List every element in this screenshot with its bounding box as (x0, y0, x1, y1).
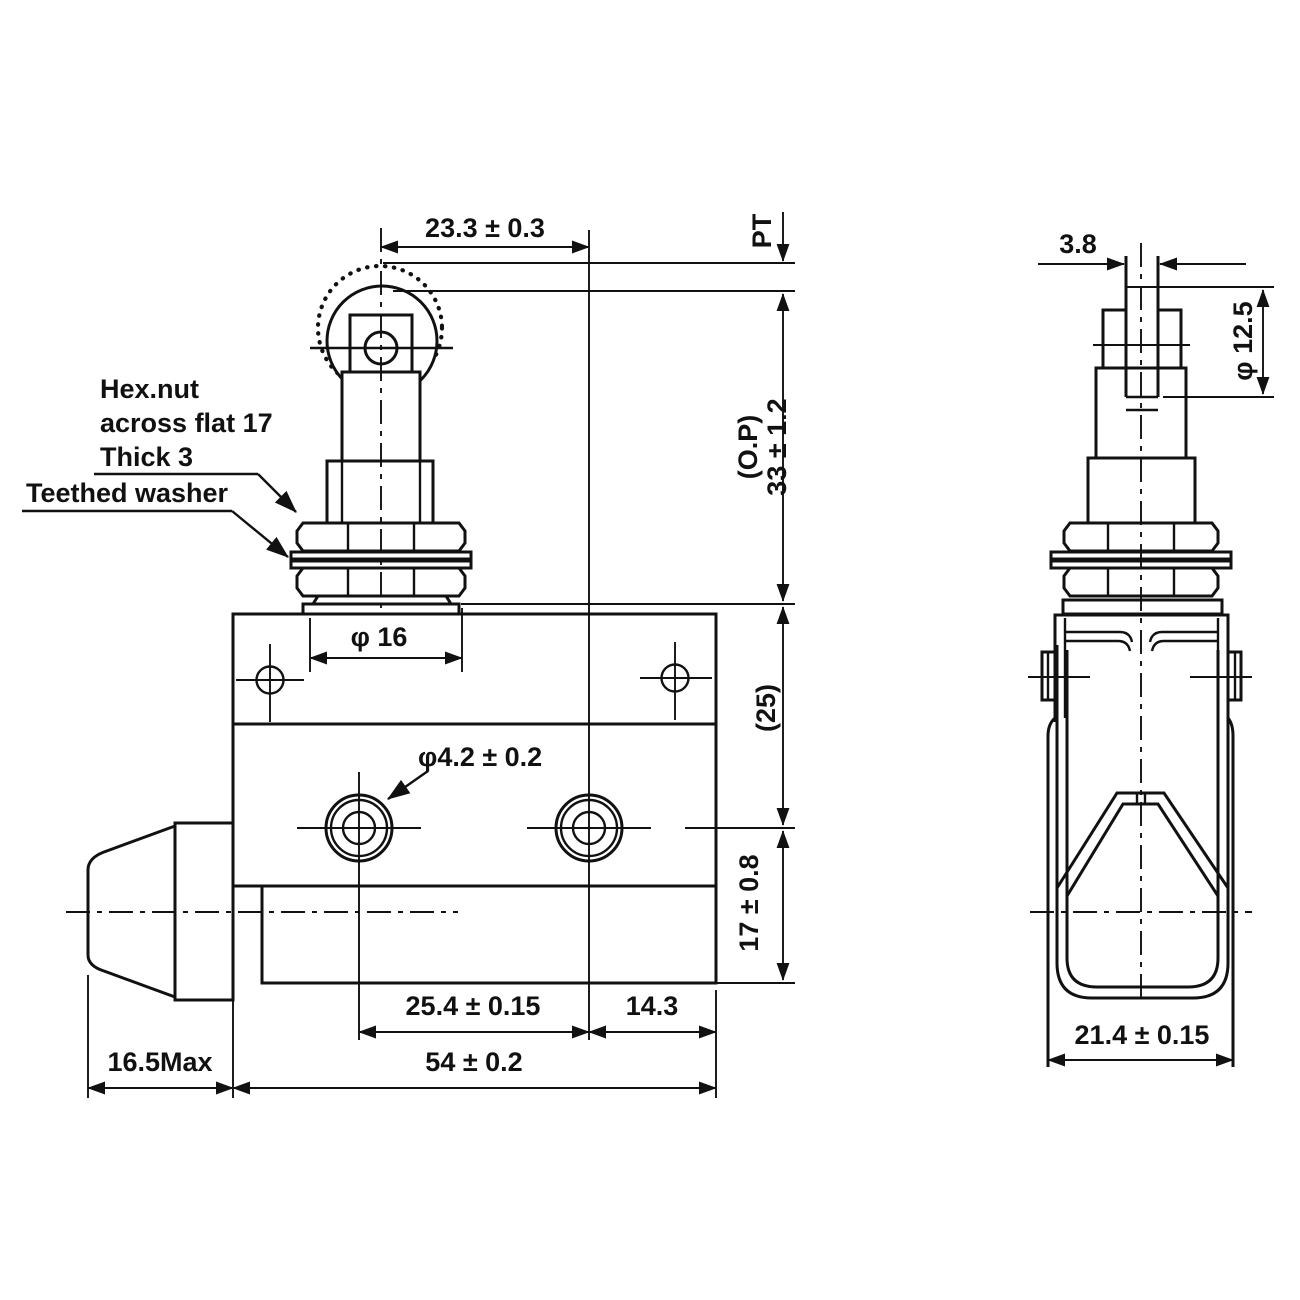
side-body-left (1046, 716, 1057, 1067)
dim-roller-to-hole: 23.3 ± 0.3 (425, 213, 545, 243)
cover-outline-inner (1065, 650, 1220, 989)
cover-outline-outer (1055, 645, 1230, 1000)
dim-roller-width: 3.8 (1059, 229, 1097, 259)
dim-hole-to-edge: 14.3 (626, 991, 679, 1021)
dim-plate-height: (25) (751, 684, 781, 732)
bracket-spring-line (1150, 639, 1218, 652)
leader-line (257, 473, 297, 513)
leader-line (387, 770, 429, 800)
teethed-washer-shape (289, 550, 473, 561)
dim-op-value: 33 ± 1.2 (762, 398, 792, 495)
dim-op-label: (O.P) (733, 415, 763, 480)
dim-body-depth: 21.4 ± 0.15 (1075, 1020, 1210, 1050)
dim-hole-spacing: 25.4 ± 0.15 (406, 991, 541, 1021)
dim-boss-dia: φ 16 (351, 622, 408, 652)
leader-line (231, 510, 289, 558)
dim-mount-hole-dia: φ4.2 ± 0.2 (418, 742, 542, 772)
side-fork-arm-left (1101, 308, 1128, 370)
dim-pretravel: PT (747, 213, 777, 248)
hex-nut-label-line3: Thick 3 (100, 442, 193, 472)
dim-lower-height: 17 ± 0.8 (734, 854, 764, 951)
side-flange (1061, 598, 1224, 616)
side-view (1028, 243, 1252, 1067)
bracket-spring-line (1065, 630, 1134, 643)
side-dimensions: 3.8 φ 12.5 21.4 ± 0.15 (1038, 229, 1274, 1067)
dim-body-width: 54 ± 0.2 (425, 1047, 522, 1077)
hex-nut-label-line1: Hex.nut (100, 374, 199, 404)
callout-labels: Hex.nut across flat 17 Thick 3 Teethed w… (22, 374, 297, 558)
bracket-spring-line (1148, 630, 1218, 643)
side-fork-arm-right (1156, 308, 1183, 370)
cover-roof-inner (1065, 802, 1220, 897)
dim-plunger-dia: φ 12.5 (1228, 301, 1258, 380)
teethed-washer-label: Teethed washer (26, 478, 229, 508)
threaded-bushing (325, 459, 435, 525)
switch-body-outline (231, 612, 718, 985)
front-dimensions: 23.3 ± 0.3 PT (O.P) 33 ± 1.2 (25) 17 ± 0… (87, 212, 795, 1098)
side-hex-nut-lower (1062, 566, 1220, 598)
dim-side-plunger: 16.5Max (107, 1047, 212, 1077)
bracket-spring-line (1065, 639, 1132, 652)
hex-nut-label-line2: across flat 17 (100, 408, 273, 438)
front-view (66, 228, 718, 1002)
